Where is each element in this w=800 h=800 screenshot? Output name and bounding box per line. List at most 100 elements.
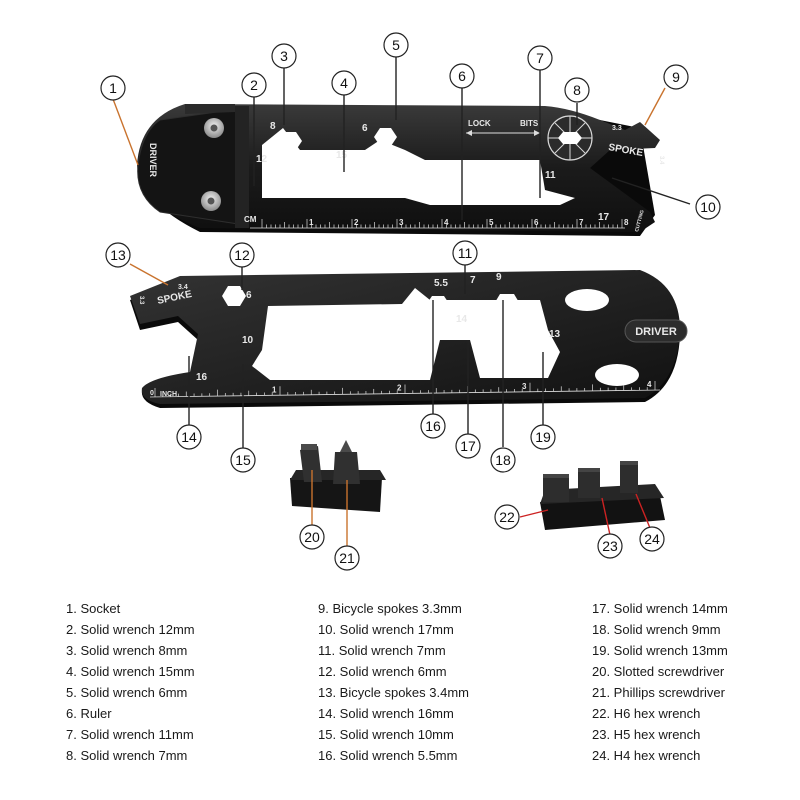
callout-19: 19 bbox=[530, 424, 556, 450]
inch-tick-label: 4 bbox=[647, 380, 652, 389]
hex-bit-h4 bbox=[620, 463, 638, 493]
legend-item: 13. Bicycle spokes 3.4mm bbox=[318, 685, 470, 700]
legend-item: 17. Solid wrench 14mm bbox=[592, 601, 728, 616]
svg-text:20: 20 bbox=[304, 529, 320, 545]
legend-item: 20. Slotted screwdriver bbox=[592, 664, 725, 679]
legend-item: 21. Phillips screwdriver bbox=[592, 685, 725, 700]
callout-23: 23 bbox=[597, 533, 623, 559]
spoke-bottom-size: 3.4 bbox=[178, 284, 188, 291]
size-9-label: 9 bbox=[496, 272, 502, 283]
top-driver-label: DRIVER bbox=[148, 143, 158, 178]
svg-text:10: 10 bbox=[700, 199, 716, 215]
size-14-label: 14 bbox=[456, 314, 468, 325]
hex-hole-6 bbox=[374, 128, 397, 146]
cm-tick-label: 1 bbox=[309, 218, 314, 227]
size-12-label: 12 bbox=[256, 154, 268, 165]
callout-17: 17 bbox=[455, 433, 481, 459]
size-15-label: 15 bbox=[336, 150, 348, 161]
cm-tick-label: 3 bbox=[399, 218, 404, 227]
slotted-bit bbox=[300, 446, 322, 482]
bottom-driver-label: DRIVER bbox=[635, 326, 677, 338]
inch-tick-label: 1 bbox=[272, 385, 277, 394]
legend-item: 23. H5 hex wrench bbox=[592, 727, 701, 742]
cm-unit-label: CM bbox=[244, 215, 257, 224]
cm-tick-label: 2 bbox=[354, 218, 359, 227]
callout-7: 7 bbox=[527, 45, 553, 71]
callout-5: 5 bbox=[383, 32, 409, 58]
size-13-label: 13 bbox=[549, 329, 561, 340]
hex-bit-h6 bbox=[543, 476, 569, 502]
size-5-5-label: 5.5 bbox=[434, 278, 448, 289]
legend-item: 7. Solid wrench 11mm bbox=[66, 727, 194, 742]
legend-column-3: 17. Solid wrench 14mm 18. Solid wrench 9… bbox=[592, 598, 728, 766]
cm-tick-label: 4 bbox=[444, 218, 449, 227]
svg-text:21: 21 bbox=[339, 550, 355, 566]
callout-12: 12 bbox=[229, 242, 255, 268]
svg-text:18: 18 bbox=[495, 452, 511, 468]
svg-text:7: 7 bbox=[536, 50, 544, 66]
legend-item: 18. Solid wrench 9mm bbox=[592, 622, 721, 637]
inch-tick-label: 0 bbox=[150, 390, 154, 397]
cm-tick-label: 6 bbox=[534, 218, 539, 227]
size-6-label: 6 bbox=[362, 123, 368, 134]
size-7-label: 7 bbox=[470, 275, 476, 286]
svg-text:9: 9 bbox=[672, 69, 680, 85]
hex-hole-bottom-6 bbox=[222, 286, 246, 306]
svg-text:1: 1 bbox=[109, 80, 117, 96]
callout-4: 4 bbox=[331, 70, 357, 96]
hex-bit-h5 bbox=[578, 470, 600, 498]
legend-item: 14. Solid wrench 16mm bbox=[318, 706, 454, 721]
cm-tick-label: 5 bbox=[489, 218, 494, 227]
leader-lines bbox=[112, 57, 691, 546]
svg-text:6: 6 bbox=[458, 68, 466, 84]
callout-2: 2 bbox=[241, 72, 267, 98]
lock-label: LOCK bbox=[468, 119, 491, 128]
svg-text:11: 11 bbox=[458, 245, 473, 261]
legend-item: 19. Solid wrench 13mm bbox=[592, 643, 728, 658]
svg-text:19: 19 bbox=[535, 429, 551, 445]
hex-bit-holder bbox=[540, 461, 665, 530]
spoke-bottom-alt: 3.3 bbox=[138, 296, 144, 305]
svg-text:16: 16 bbox=[425, 418, 441, 434]
callout-11: 11 bbox=[452, 240, 478, 266]
parts-legend: 1. Socket 2. Solid wrench 12mm 3. Solid … bbox=[0, 598, 800, 778]
legend-column-1: 1. Socket 2. Solid wrench 12mm 3. Solid … bbox=[66, 598, 195, 766]
callout-9: 9 bbox=[663, 64, 689, 90]
legend-item: 2. Solid wrench 12mm bbox=[66, 622, 195, 637]
svg-text:4: 4 bbox=[340, 75, 348, 91]
callout-21: 21 bbox=[334, 545, 360, 571]
callout-14: 14 bbox=[176, 424, 202, 450]
legend-item: 8. Solid wrench 7mm bbox=[66, 748, 188, 763]
inch-unit-label: INCH bbox=[160, 391, 177, 398]
callout-6: 6 bbox=[449, 63, 475, 89]
screwdriver-bit-holder bbox=[290, 440, 386, 512]
bits-label: BITS bbox=[520, 119, 539, 128]
legend-item: 10. Solid wrench 17mm bbox=[318, 622, 454, 637]
callout-16: 16 bbox=[420, 413, 446, 439]
svg-text:2: 2 bbox=[250, 77, 258, 93]
legend-item: 22. H6 hex wrench bbox=[592, 706, 701, 721]
size-b6-label: 6 bbox=[246, 290, 252, 301]
spoke-top-size: 3.3 bbox=[612, 125, 622, 132]
callout-3: 3 bbox=[271, 43, 297, 69]
cutting-label: CUTTING bbox=[634, 209, 646, 232]
legend-column-2: 9. Bicycle spokes 3.3mm 10. Solid wrench… bbox=[318, 598, 469, 766]
svg-text:14: 14 bbox=[181, 429, 197, 445]
svg-text:17: 17 bbox=[460, 438, 476, 454]
legend-item: 6. Ruler bbox=[66, 706, 112, 721]
callout-1: 1 bbox=[100, 75, 126, 101]
size-16-label: 16 bbox=[196, 372, 208, 383]
callout-22: 22 bbox=[494, 504, 520, 530]
legend-item: 9. Bicycle spokes 3.3mm bbox=[318, 601, 462, 616]
legend-item: 5. Solid wrench 6mm bbox=[66, 685, 188, 700]
inch-tick-label: 3 bbox=[522, 382, 527, 391]
svg-text:3: 3 bbox=[280, 48, 288, 64]
legend-item: 16. Solid wrench 5.5mm bbox=[318, 748, 458, 763]
svg-text:23: 23 bbox=[602, 538, 618, 554]
svg-text:5: 5 bbox=[392, 37, 400, 53]
hex-hole-8 bbox=[277, 132, 302, 150]
top-main-cutout bbox=[262, 128, 575, 205]
cm-tick-label: 7 bbox=[579, 218, 584, 227]
